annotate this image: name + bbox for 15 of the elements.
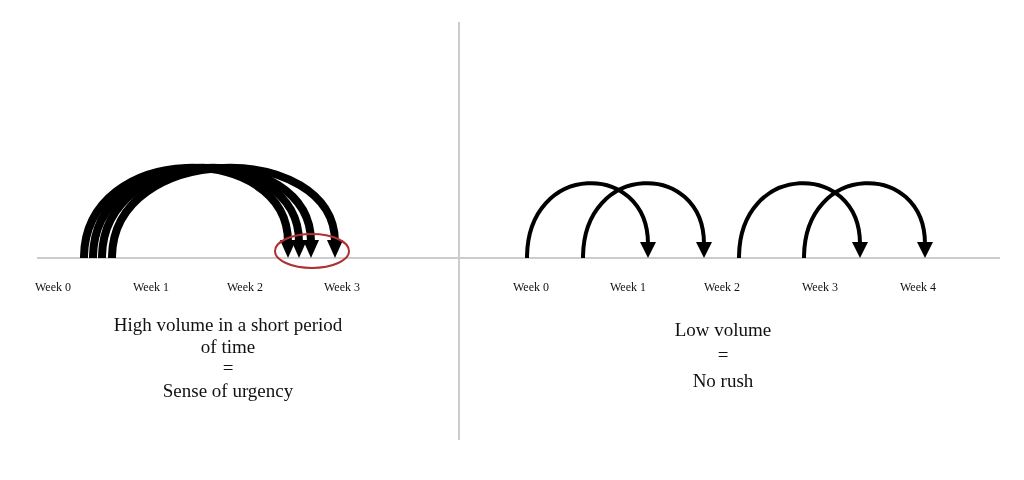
caption-text: Sense of urgency	[161, 380, 295, 402]
caption-text: =	[221, 357, 235, 379]
caption-text: Low volume	[673, 319, 773, 341]
caption-text: High volume in a short period of time	[113, 314, 343, 358]
week-label: Week 4	[899, 281, 937, 295]
week-label: Week 2	[226, 281, 264, 295]
week-label: Week 3	[323, 281, 361, 295]
week-label: Week 0	[34, 281, 72, 295]
week-label: Week 2	[703, 281, 741, 295]
week-label: Week 1	[132, 281, 170, 295]
week-label: Week 1	[609, 281, 647, 295]
caption-text: No rush	[691, 370, 755, 392]
caption-text: =	[716, 344, 730, 366]
week-label: Week 0	[512, 281, 550, 295]
week-label: Week 3	[801, 281, 839, 295]
